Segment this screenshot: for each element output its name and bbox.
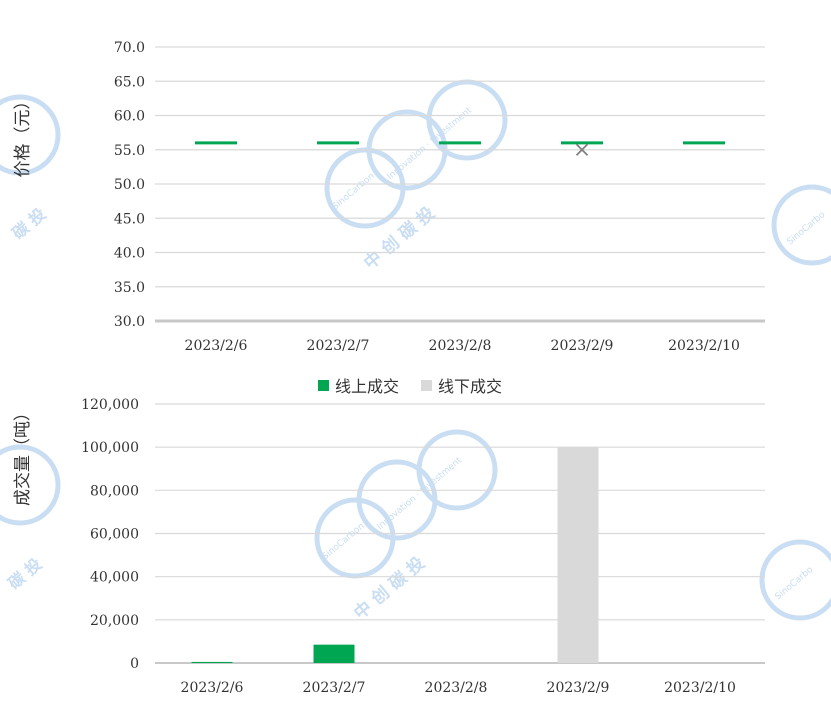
watermark-cn: 中 创 碳 投 — [360, 203, 439, 274]
price-x-tick-labels: 2023/2/6 2023/2/7 2023/2/8 2023/2/9 2023/2/1… — [185, 338, 740, 354]
volume-y-tick-label: 0 — [130, 656, 139, 672]
price-y-tick-label: 40.0 — [114, 246, 145, 262]
price-x-tick-label: 2023/2/10 — [668, 338, 740, 354]
volume-y-tick-label: 20,000 — [90, 613, 139, 629]
price-x-tick-label: 2023/2/6 — [185, 338, 248, 354]
volume-bars — [191, 447, 599, 663]
price-y-tick-label: 45.0 — [114, 211, 145, 227]
volume-y-tick-label: 60,000 — [90, 527, 139, 543]
volume-y-axis-title: 成交量（吨） — [13, 404, 33, 506]
price-y-tick-label: 60.0 — [114, 109, 145, 125]
price-x-tick-label: 2023/2/8 — [429, 338, 492, 354]
price-y-tick-labels: 30.0 35.0 40.0 45.0 50.0 55.0 60.0 65.0 70.0 — [114, 40, 145, 330]
watermark-en-partial: SinoCarbo — [774, 565, 816, 603]
price-x-marker-stroke — [575, 143, 589, 156]
price-gridlines — [155, 46, 765, 323]
price-y-axis-title: 价格（元） — [13, 93, 33, 178]
price-y-tick-label: 65.0 — [114, 74, 145, 90]
volume-bar-offline — [557, 447, 599, 663]
volume-y-tick-label: 40,000 — [90, 570, 139, 586]
price-y-tick-label: 50.0 — [114, 177, 145, 193]
volume-y-tick-label: 100,000 — [81, 440, 139, 456]
watermark-cn-partial: 碳 投 — [8, 204, 49, 243]
price-y-tick-label: 35.0 — [114, 280, 145, 296]
watermark-en-partial: SinoCarbo — [786, 210, 828, 248]
watermark-ring — [0, 94, 61, 176]
watermark-ring — [759, 539, 831, 621]
legend-swatch-offline — [421, 380, 432, 391]
watermark-cn: 中 创 碳 投 — [350, 553, 429, 624]
volume-y-tick-labels: 0 20,000 40,000 60,000 80,000 100,000 120,000 — [81, 397, 139, 672]
price-marks — [195, 141, 725, 156]
volume-x-tick-label: 2023/2/10 — [664, 680, 736, 696]
volume-x-tick-label: 2023/2/7 — [303, 680, 366, 696]
legend-label-online: 线上成交 — [335, 377, 399, 396]
price-x-tick-label: 2023/2/7 — [307, 338, 370, 354]
price-x-marker — [575, 143, 589, 156]
watermark-cn-partial: 碳 投 — [4, 554, 45, 593]
volume-bar-online — [313, 644, 355, 663]
volume-chart: 020,00040,00060,00080,000100,000120,000 … — [13, 377, 765, 696]
volume-x-tick-label: 2023/2/8 — [425, 680, 488, 696]
watermark-ring — [356, 459, 438, 541]
watermark-en: SinoCarbon — [331, 171, 377, 212]
price-y-tick-label: 70.0 — [114, 40, 145, 56]
legend-swatch-online — [318, 380, 329, 391]
volume-y-tick-label: 80,000 — [90, 483, 139, 499]
legend: 线上成交 线下成交 — [318, 377, 502, 396]
watermark-ring — [416, 429, 498, 511]
volume-y-tick-label: 120,000 — [81, 397, 139, 413]
price-x-tick-label: 2023/2/9 — [551, 338, 614, 354]
volume-bar-online — [191, 661, 233, 663]
price-y-tick-label: 55.0 — [114, 143, 145, 159]
watermark-ring — [771, 184, 831, 266]
price-y-tick-label: 30.0 — [114, 314, 145, 330]
volume-x-tick-label: 2023/2/6 — [181, 680, 244, 696]
volume-x-tick-label: 2023/2/9 — [547, 680, 610, 696]
legend-label-offline: 线下成交 — [438, 377, 502, 396]
price-chart: 30.0 35.0 40.0 45.0 50.0 55.0 60.0 65.0 70.0 202… — [13, 40, 765, 354]
volume-x-tick-labels: 2023/2/6 2023/2/7 2023/2/8 2023/2/9 2023/2/1… — [181, 680, 736, 696]
watermark-en: SinoCarbon — [321, 521, 367, 562]
volume-gridlines — [155, 403, 765, 664]
watermark-ring — [426, 79, 508, 161]
watermark-ring — [0, 444, 61, 526]
